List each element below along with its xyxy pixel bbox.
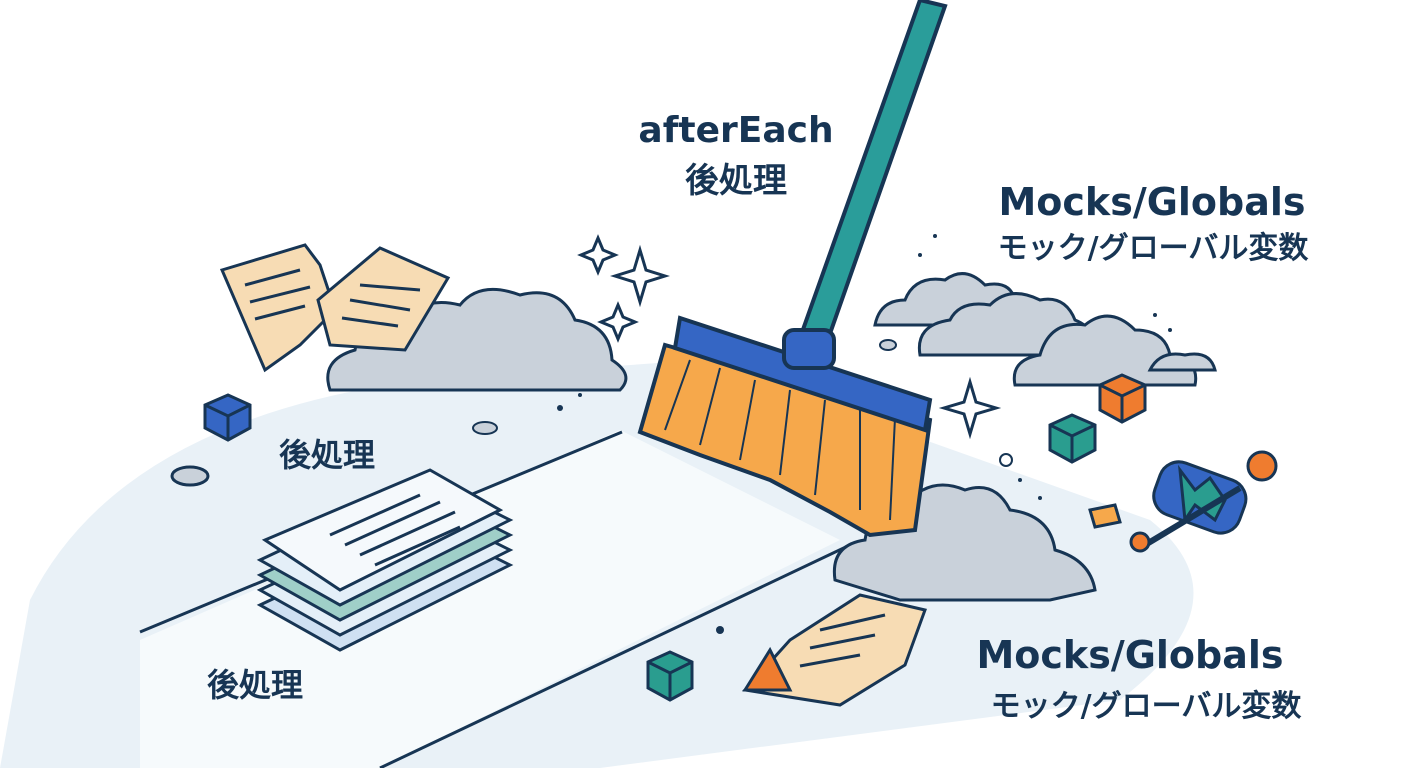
dust-pebble bbox=[999, 453, 1013, 467]
floor-shadow-light bbox=[140, 430, 840, 768]
mocks-globals-sublabel-top: モック/グローバル変数 bbox=[998, 231, 1310, 266]
cube-icon bbox=[1048, 413, 1097, 464]
cleanup-label-bottom: 後処理 bbox=[207, 666, 303, 704]
document-lines bbox=[329, 493, 461, 567]
mocks-globals-label-top: Mocks/Globals bbox=[998, 180, 1305, 224]
broken-toy-icon bbox=[1088, 450, 1278, 553]
mocks-globals-label-bottom: Mocks/Globals bbox=[976, 633, 1283, 677]
cube-icon bbox=[1098, 373, 1147, 424]
torn-paper-icon bbox=[742, 593, 927, 707]
torn-paper-fold bbox=[742, 646, 793, 692]
dust-dots bbox=[557, 234, 1172, 634]
paper-lines bbox=[244, 268, 421, 328]
dust-pebble bbox=[472, 421, 498, 435]
torn-paper-icon bbox=[219, 243, 451, 373]
dust-cloud-icon bbox=[873, 272, 1217, 387]
paper-lines bbox=[799, 613, 886, 668]
sparkle-icon bbox=[577, 234, 1002, 440]
broom-head bbox=[672, 315, 933, 433]
dust-pebble bbox=[170, 465, 210, 487]
dust-pebble bbox=[879, 339, 897, 351]
broom-socket bbox=[782, 328, 836, 370]
bristle-lines bbox=[664, 359, 896, 521]
broom-icon bbox=[637, 0, 948, 538]
mocks-globals-sublabel-bottom: モック/グローバル変数 bbox=[991, 689, 1303, 724]
after-each-sublabel: 後処理 bbox=[685, 161, 787, 201]
cube-icon bbox=[203, 393, 252, 442]
cleanup-label-left: 後処理 bbox=[279, 436, 375, 474]
after-each-label: afterEach bbox=[638, 110, 833, 151]
floor-line bbox=[379, 543, 851, 768]
cube-icon bbox=[646, 650, 694, 702]
